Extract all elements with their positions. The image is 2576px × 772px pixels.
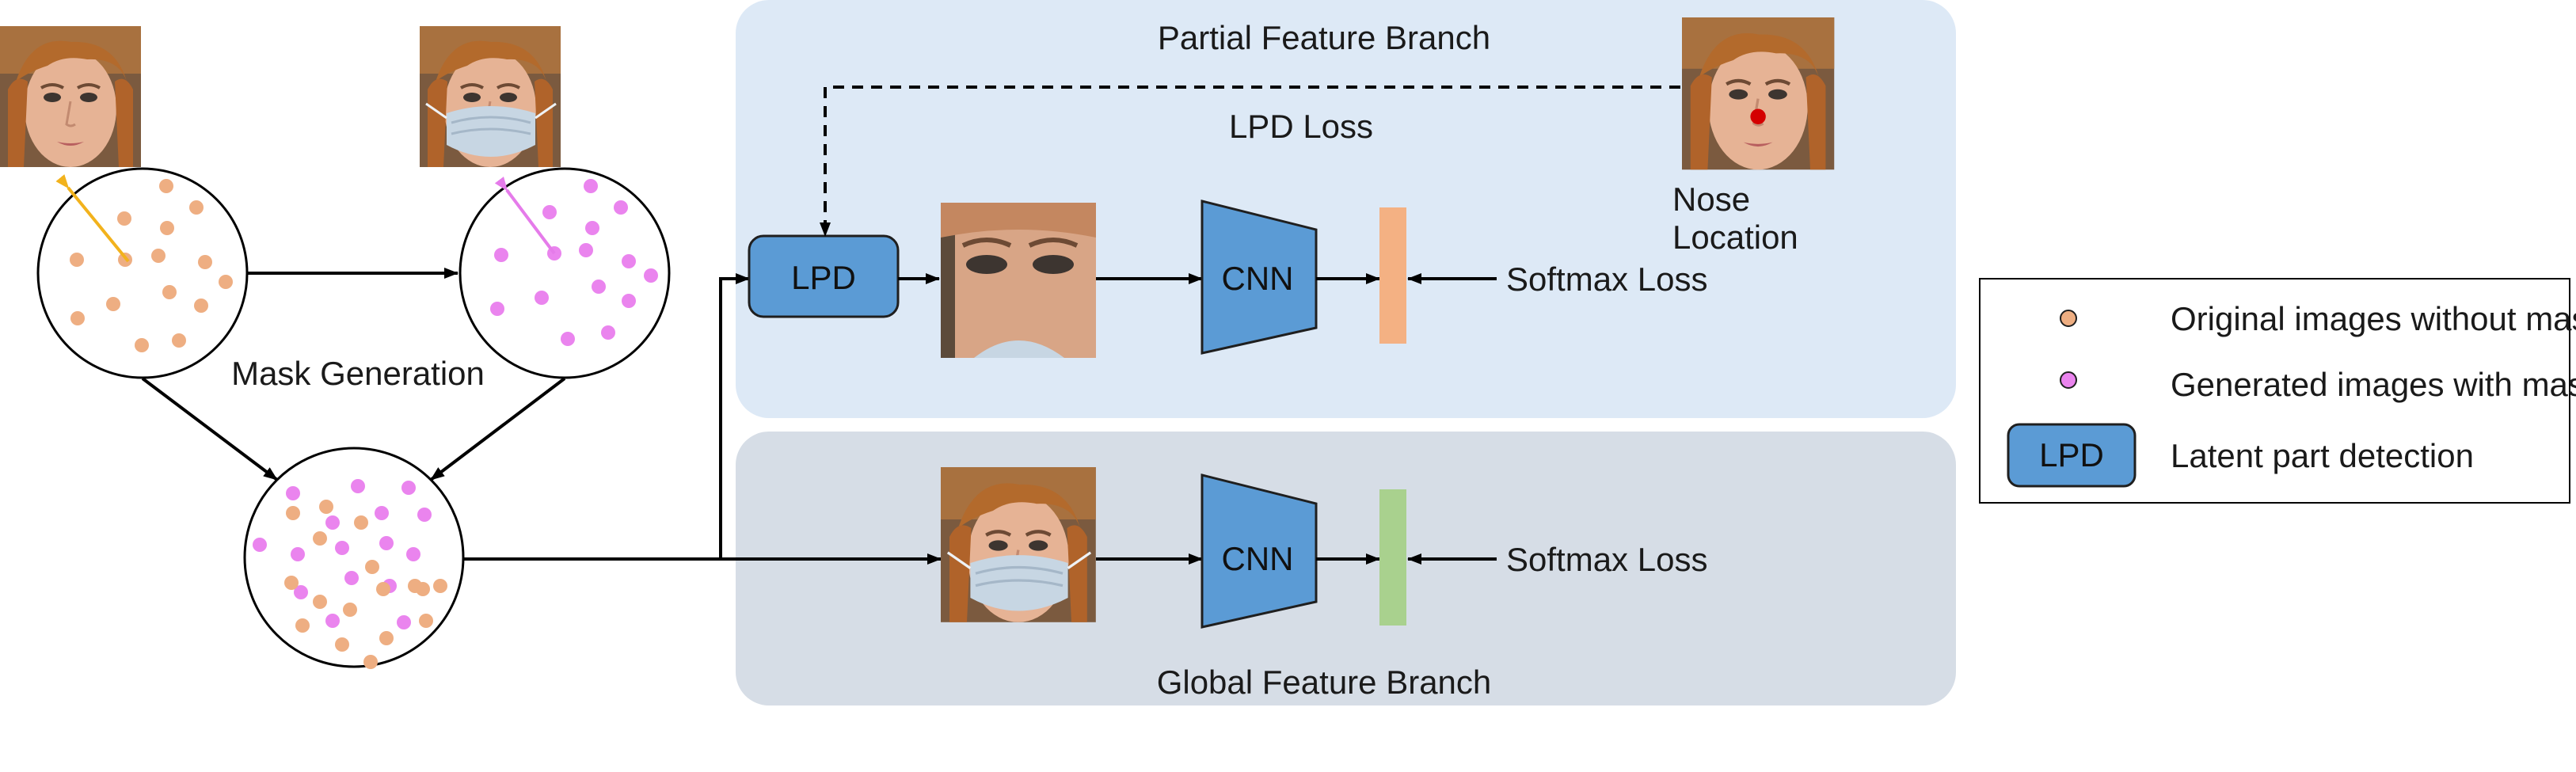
nose-location-dot xyxy=(1750,108,1766,124)
lpd-loss-label: LPD Loss xyxy=(1229,108,1373,145)
legend-item-lpd: Latent part detection xyxy=(2171,437,2474,474)
cnn-partial xyxy=(1200,200,1318,355)
face-masked-image xyxy=(418,25,562,169)
face-masked-global-image xyxy=(941,467,1096,622)
arrow-unmasked-to-merged xyxy=(141,377,279,481)
cnn-global xyxy=(1200,473,1318,629)
merged-orange-dots xyxy=(284,500,447,669)
nose-location-line2: Location xyxy=(1672,219,1798,256)
mask-generation-label: Mask Generation xyxy=(231,355,485,392)
legend-item-original: Original images without mask xyxy=(2171,300,2576,337)
nose-location-line1: Nose xyxy=(1672,181,1750,218)
legend-pink-dot-icon xyxy=(2060,371,2077,389)
legend-lpd-icon-label: LPD xyxy=(2039,436,2104,473)
feature-partial xyxy=(1379,207,1406,344)
legend-orange-dot-icon xyxy=(2060,310,2077,327)
feature-global xyxy=(1379,489,1406,626)
partial-branch-title: Partial Feature Branch xyxy=(1158,19,1490,56)
merged-to-lpd-line xyxy=(719,273,750,559)
legend-item-generated: Generated images with mask xyxy=(2171,366,2576,403)
pink-dots-right xyxy=(490,179,658,346)
lpd-block-label: LPD xyxy=(791,259,856,296)
orange-arrow xyxy=(55,174,130,263)
global-branch-title: Global Feature Branch xyxy=(1157,664,1492,701)
face-unmasked-image xyxy=(0,25,143,169)
lpd-loss-dashed-line xyxy=(820,86,1680,237)
pink-arrow xyxy=(494,177,556,255)
softmax-partial-label: Softmax Loss xyxy=(1506,261,1707,298)
masked-feature-space xyxy=(459,167,671,379)
face-nose-image xyxy=(1682,17,1834,169)
softmax-global-label: Softmax Loss xyxy=(1506,541,1707,578)
cnn-global-label: CNN xyxy=(1222,540,1294,577)
orange-dots-left xyxy=(70,179,233,352)
face-crop-eyes-image xyxy=(941,203,1096,358)
cnn-partial-label: CNN xyxy=(1222,260,1294,297)
legend-lpd-icon xyxy=(2007,423,2137,488)
arrow-masked-to-merged xyxy=(429,377,566,481)
